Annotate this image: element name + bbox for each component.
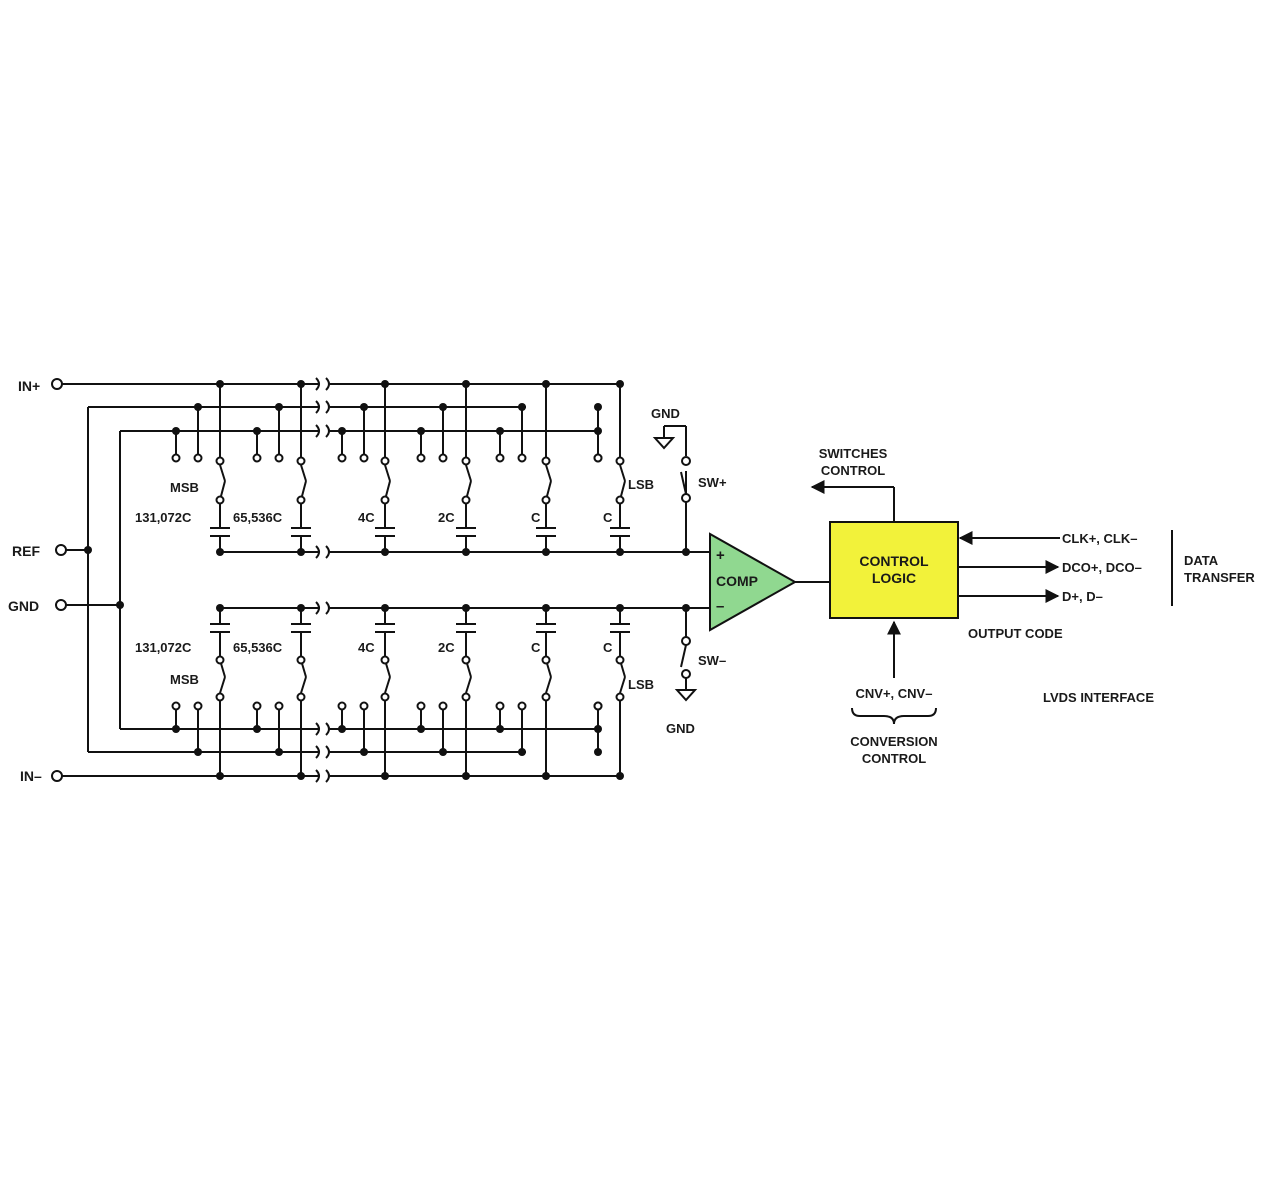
bit-branch-bottom-3: 4C [337,604,395,780]
bit-branch-top-3: 4C [337,380,395,556]
bit-branch-top-2: 65,536C [233,380,311,556]
capacitor-label: 2C [438,640,455,655]
d-label: D+, D– [1062,589,1103,604]
bit-branch-top-6: C [593,380,630,556]
conversion-control-line2: CONTROL [862,751,926,766]
bit-branch-bottom-4: 2C [416,604,476,780]
capacitor-label: C [531,640,541,655]
bit-branch-top-5: C [495,380,556,556]
in-plus-pin [51,378,63,390]
comparator: + COMP – [686,532,798,632]
sw-minus-switch: SW– GND [666,604,726,736]
clk-label: CLK+, CLK– [1062,531,1137,546]
output-code-label: OUTPUT CODE [968,626,1063,641]
conversion-control: CNV+, CNV– CONVERSION CONTROL [850,620,938,766]
lsb-label-top: LSB [628,477,654,492]
bus-wiring [62,377,712,783]
lsb-label-bottom: LSB [628,677,654,692]
cnv-label: CNV+, CNV– [856,686,933,701]
capacitor-label: 65,536C [233,640,283,655]
control-logic-block: CONTROL LOGIC [829,521,959,619]
input-pins: IN+ REF GND IN– [8,378,67,784]
capacitor-label: C [531,510,541,525]
ref-pin [55,544,67,556]
in-plus-label: IN+ [18,378,40,394]
dco-label: DCO+, DCO– [1062,560,1142,575]
data-transfer-signals: CLK+, CLK– DCO+, DCO– D+, D– DATA TRANSF… [958,530,1255,705]
lvds-interface-label: LVDS INTERFACE [1043,690,1154,705]
capacitor-label: C [603,510,613,525]
switches-control-line2: CONTROL [821,463,885,478]
comparator-triangle [709,532,798,632]
comparator-minus: – [716,598,724,615]
bit-branch-top-4: 2C [416,380,476,556]
gnd-bottom-label: GND [666,721,695,736]
gnd-pin [55,599,67,611]
data-transfer-line1: DATA [1184,553,1219,568]
bit-branch-bottom-1: 131,072C [135,604,230,780]
in-minus-label: IN– [20,768,42,784]
gnd-label: GND [8,598,39,614]
in-minus-pin [51,770,63,782]
capacitor-label: 131,072C [135,640,192,655]
capacitor-label: 4C [358,640,375,655]
bit-branch-bottom-5: C [495,604,556,780]
bit-branch-bottom-2: 65,536C [233,604,311,780]
control-logic-line2: LOGIC [872,570,916,586]
control-logic-line1: CONTROL [859,553,929,569]
sw-plus-label: SW+ [698,475,727,490]
data-transfer-line2: TRANSFER [1184,570,1255,585]
ref-label: REF [12,543,40,559]
switches-control: SWITCHES CONTROL [810,446,895,522]
gnd-top-label: GND [651,406,680,421]
switches-control-line1: SWITCHES [819,446,888,461]
comparator-label: COMP [716,573,758,589]
capacitor-label: 65,536C [233,510,283,525]
conversion-control-line1: CONVERSION [850,734,937,749]
msb-label-bottom: MSB [170,672,199,687]
msb-label-top: MSB [170,480,199,495]
sw-minus-label: SW– [698,653,726,668]
capacitor-array: 131,072C 131,072C 65,536C 65,536C 4C 4C 2C 2C C C… [135,380,630,780]
control-logic-box [829,521,959,619]
comparator-plus: + [716,547,725,564]
sw-plus-switch: GND SW+ [651,406,727,556]
capacitor-label: C [603,640,613,655]
bit-branch-top-1: 131,072C [135,380,230,556]
capacitor-label: 131,072C [135,510,192,525]
bit-branch-bottom-6: C [593,604,630,780]
capacitor-label: 2C [438,510,455,525]
capacitor-label: 4C [358,510,375,525]
